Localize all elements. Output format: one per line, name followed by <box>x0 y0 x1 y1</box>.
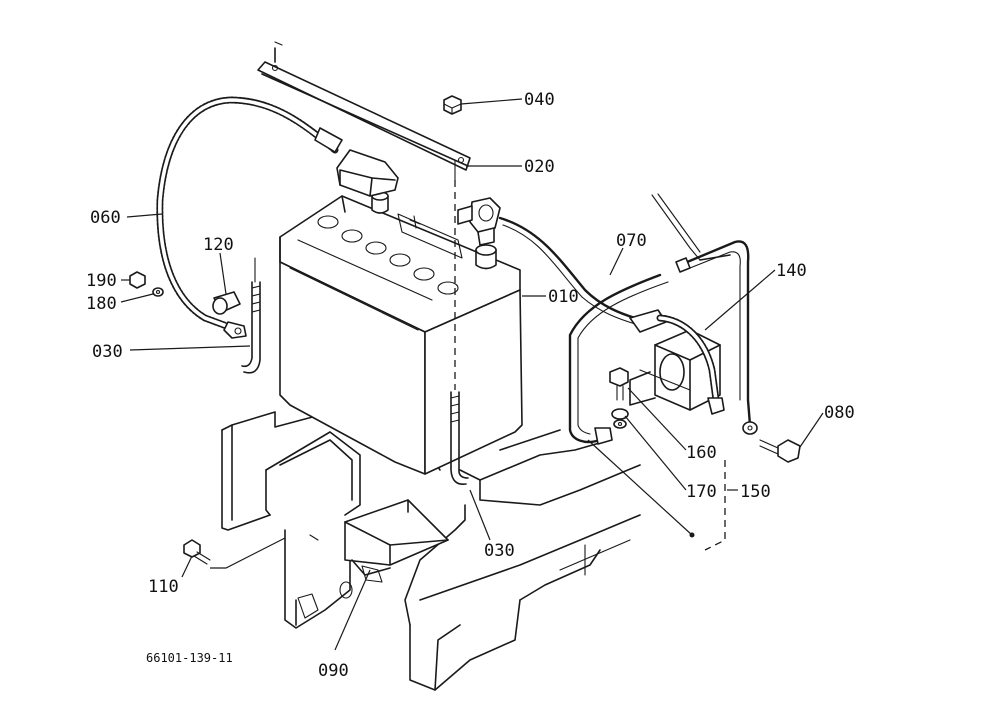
callout-140: 140 <box>776 261 807 281</box>
callout-020: 020 <box>524 157 555 177</box>
callout-160: 160 <box>686 443 717 463</box>
callout-070: 070 <box>616 231 647 251</box>
hold-rod-030-right <box>450 180 469 486</box>
battery-switch-140 <box>629 314 725 415</box>
callout-110: 110 <box>148 577 179 597</box>
connection-point-dot <box>689 532 695 538</box>
callout-190: 190 <box>86 271 117 291</box>
bolt-160 <box>609 367 629 401</box>
nut-040 <box>443 95 462 115</box>
battery-switch-cable <box>568 240 758 445</box>
bolt-110 <box>183 539 211 565</box>
callout-040: 040 <box>524 90 555 110</box>
callout-170: 170 <box>686 482 717 502</box>
battery-support-bracket <box>309 499 449 583</box>
nut-190 <box>129 271 146 289</box>
callout-060: 060 <box>90 208 121 228</box>
drawing-code: 66101-139-11 <box>146 651 233 665</box>
negative-terminal-clamp <box>457 197 501 246</box>
callout-150: 150 <box>740 482 771 502</box>
positive-cable-060 <box>156 96 399 339</box>
bolt-080 <box>759 439 801 463</box>
callout-090: 090 <box>318 661 349 681</box>
callout-180: 180 <box>86 294 117 314</box>
terminal-cap-120 <box>212 291 241 315</box>
washer-180 <box>152 287 164 297</box>
hold-down-bar <box>257 41 471 181</box>
hold-rod-030-left <box>241 257 261 374</box>
callout-010: 010 <box>548 287 579 307</box>
battery-010 <box>279 191 523 475</box>
callout-120: 120 <box>203 235 234 255</box>
callout-080: 080 <box>824 403 855 423</box>
callout-labels: 040 020 060 120 190 180 030 010 070 140 … <box>86 90 855 681</box>
leader-lines <box>120 98 824 651</box>
callout-030-left: 030 <box>92 342 123 362</box>
callout-030-right: 030 <box>484 541 515 561</box>
washer-170 <box>611 408 629 429</box>
